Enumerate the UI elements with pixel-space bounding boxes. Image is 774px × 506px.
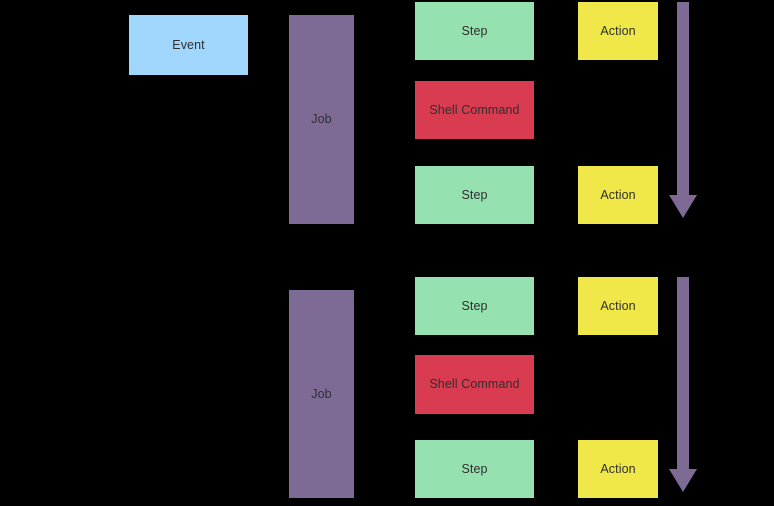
node-label: Event: [172, 37, 205, 52]
node-event-1[interactable]: Event: [129, 15, 248, 75]
node-label: Step: [461, 23, 488, 38]
node-label: Job: [311, 112, 332, 126]
node-label: Step: [461, 298, 488, 313]
down-arrow-icon-1: [666, 2, 700, 218]
node-job-2[interactable]: Job: [289, 290, 354, 498]
node-label: Shell Command: [429, 102, 520, 117]
node-label: Action: [600, 23, 636, 38]
down-arrow-icon-2: [666, 277, 700, 492]
node-shell-command-2[interactable]: Shell Command: [415, 355, 534, 414]
node-step-4[interactable]: Step: [415, 440, 534, 498]
node-action-3[interactable]: Action: [578, 277, 658, 335]
node-shell-command-1[interactable]: Shell Command: [415, 81, 534, 139]
node-label: Step: [461, 461, 488, 476]
node-label: Step: [461, 187, 488, 202]
node-action-2[interactable]: Action: [578, 166, 658, 224]
node-step-1[interactable]: Step: [415, 2, 534, 60]
node-action-4[interactable]: Action: [578, 440, 658, 498]
node-label: Action: [600, 187, 636, 202]
node-step-3[interactable]: Step: [415, 277, 534, 335]
node-label: Job: [311, 386, 332, 401]
node-job-1[interactable]: Job: [289, 15, 354, 224]
node-step-2[interactable]: Step: [415, 166, 534, 224]
node-label: Action: [600, 461, 636, 476]
node-label: Action: [600, 298, 636, 313]
node-label: Shell Command: [429, 377, 520, 391]
node-action-1[interactable]: Action: [578, 2, 658, 60]
